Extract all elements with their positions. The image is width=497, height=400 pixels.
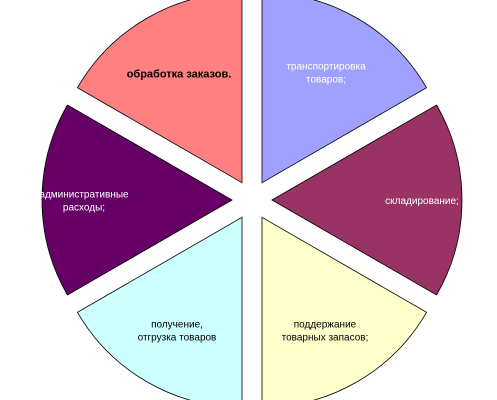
label-inventory-line-2: товарных запасов; [282, 332, 369, 343]
label-receiving-line-2: отгрузка товаров [138, 332, 217, 343]
label-receiving: получение, отгрузка товаров [138, 319, 217, 343]
segment-transport [261, 0, 428, 184]
label-receiving-line-1: получение, [151, 319, 203, 330]
segment-admin [41, 104, 233, 296]
label-transport-line-2: товаров; [306, 74, 346, 85]
pie-labels: транспортировка товаров; складирование; под… [39, 61, 458, 343]
label-transport-line-1: транспортировка [286, 61, 366, 72]
label-storage: складирование; [385, 196, 459, 207]
segment-inventory [261, 216, 428, 400]
label-transport: транспортировка товаров; [286, 61, 366, 85]
segment-orders [76, 0, 243, 184]
label-admin: административные расходы; [39, 190, 129, 214]
pie-segments [41, 0, 463, 400]
label-inventory-line-1: поддержание [294, 319, 357, 330]
label-admin-line-1: административные [39, 190, 129, 201]
label-orders: обработка заказов. [127, 69, 232, 81]
label-admin-line-2: расходы; [63, 203, 105, 214]
segment-storage [271, 104, 463, 296]
label-storage-line-1: складирование; [385, 196, 459, 207]
label-orders-line-1: обработка заказов. [127, 69, 232, 81]
label-inventory: поддержание товарных запасов; [282, 319, 369, 343]
segment-receiving [76, 216, 243, 400]
